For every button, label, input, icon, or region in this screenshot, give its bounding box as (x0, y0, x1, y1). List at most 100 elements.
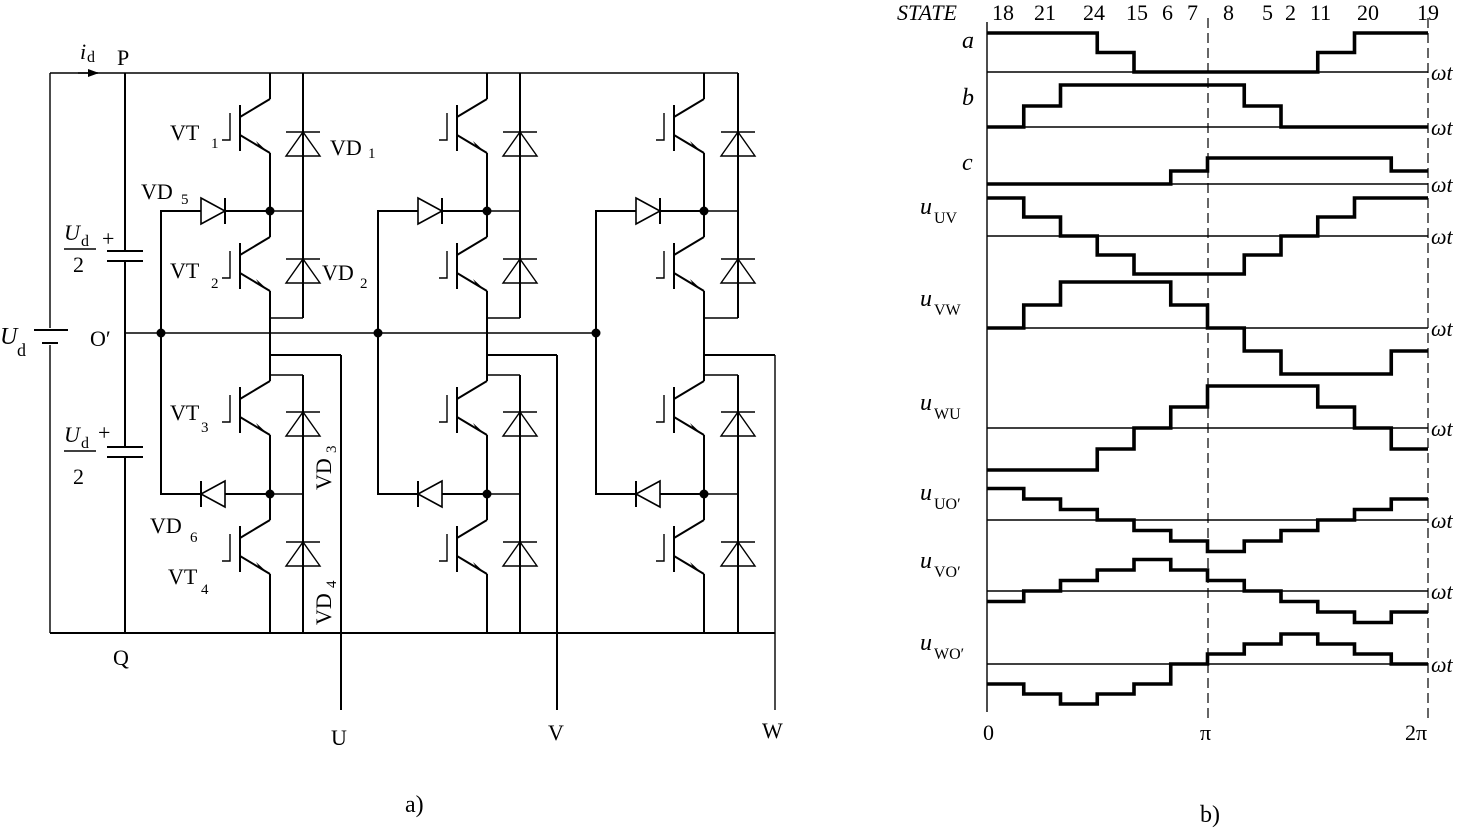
switch-u-1-gate-icon (222, 113, 231, 141)
waveform-uvop (987, 557, 1428, 625)
cap2-label-num-sub: d (81, 435, 89, 452)
state-header-label: STATE (897, 0, 957, 25)
vd-v-4-diode-icon (501, 540, 539, 567)
state-label: 21 (1034, 0, 1056, 25)
switch-u-3-gate-icon (222, 395, 231, 423)
switch-u-1-collector (239, 98, 271, 118)
vt2-label: VT (170, 258, 200, 283)
vd6-label: VD (150, 513, 182, 538)
state-label: 24 (1083, 0, 1105, 25)
cap1-label-den: 2 (73, 252, 84, 277)
switch-u-3-collector (239, 380, 271, 400)
arrowhead-icon (88, 69, 99, 77)
source-label-sub: d (17, 340, 26, 360)
cap2-label-num: U (64, 422, 82, 447)
switch-w-2-collector (673, 236, 705, 256)
leg-u-clamp-upper-wire (160, 210, 270, 333)
switch-v-2-gate-icon (439, 251, 448, 279)
vd5-label-sub: 5 (181, 192, 189, 208)
vt3-label: VT (170, 400, 200, 425)
vt1-label: VT (170, 120, 200, 145)
state-label: 7 (1187, 0, 1198, 25)
series-label-sub-4: VW (934, 302, 962, 319)
vt4-label: VT (168, 564, 198, 589)
inverter-leg-u (156, 73, 341, 633)
switch-u-2-collector (239, 236, 271, 256)
vt4-label-sub: 4 (201, 582, 209, 598)
vd-v-1-diode-icon (501, 130, 539, 157)
vd-w-4-diode-icon (719, 540, 757, 567)
series-label-7: u (920, 548, 932, 574)
cap2-label-den: 2 (73, 464, 84, 489)
switch-w-2-gate-icon (656, 251, 665, 279)
vd3-label: VD (311, 458, 336, 490)
omega-t-label: ωt (1431, 224, 1454, 249)
omega-t-label: ωt (1431, 172, 1454, 197)
series-label-sub-3: UV (934, 210, 958, 227)
switch-u-3-emitter-arrow-icon (256, 423, 268, 434)
vd-w-1-diode-icon (719, 130, 757, 157)
vd6-label-sub: 6 (190, 530, 198, 546)
switch-v-2-collector (456, 236, 488, 256)
switch-w-2-emitter-arrow-icon (690, 279, 702, 290)
series-label-0: a (962, 28, 974, 54)
switch-v-1-emitter-arrow-icon (473, 141, 485, 152)
junction-dot (699, 489, 709, 499)
waveform-uwu (987, 384, 1428, 472)
switch-w-3-gate-icon (656, 395, 665, 423)
omega-t-label: ωt (1431, 316, 1454, 341)
junction-dot (265, 489, 275, 499)
waveform-c (987, 156, 1428, 186)
circuit-diagram (34, 69, 776, 710)
waveform-uuop (987, 486, 1428, 554)
series-label-2: c (962, 150, 973, 176)
series-label-1: b (962, 85, 974, 111)
switch-w-1-emitter-arrow-icon (690, 141, 702, 152)
output-w-label: W (762, 718, 783, 743)
state-label: 20 (1357, 0, 1379, 25)
switch-w-4-collector (673, 519, 705, 539)
switch-u-2-emitter-arrow-icon (256, 279, 268, 290)
leg-w-clamp-upper-wire (595, 210, 704, 333)
junction-dot (482, 489, 492, 499)
state-label: 15 (1126, 0, 1148, 25)
junction-dot (156, 328, 166, 338)
vd-u-1-diode-icon (284, 130, 322, 157)
switch-v-2-emitter-arrow-icon (473, 279, 485, 290)
switch-v-3-collector (456, 380, 488, 400)
state-label: 18 (992, 0, 1014, 25)
cap1-label-num: U (64, 220, 82, 245)
vd5-label: VD (141, 179, 173, 204)
node-p-label: P (117, 45, 129, 70)
current-label-sub: d (87, 49, 95, 66)
series-label-4: u (920, 286, 932, 312)
clamp-diode-u-lower-icon (199, 479, 226, 509)
omega-t-label: ωt (1431, 579, 1454, 604)
waveform-uuv (987, 196, 1428, 276)
series-label-sub-6: UO′ (934, 496, 961, 513)
vd-u-2-diode-icon (284, 257, 322, 284)
vd-w-3-diode-icon (719, 410, 757, 437)
figure-b-caption: b) (1200, 802, 1220, 828)
waveform-uvw (987, 280, 1428, 376)
junction-dot (482, 206, 492, 216)
cap1-label-num-sub: d (81, 233, 89, 250)
vd-u-4-diode-icon (284, 540, 322, 567)
junction-dot (699, 206, 709, 216)
series-label-sub-5: WU (934, 406, 961, 423)
omega-t-label: ωt (1431, 416, 1454, 441)
vt1-label-sub: 1 (211, 136, 219, 152)
source-label: U (0, 324, 19, 350)
switch-v-4-gate-icon (439, 534, 448, 562)
vd-w-2-diode-icon (719, 257, 757, 284)
switch-u-2-gate-icon (222, 251, 231, 279)
leg-u-clamp-lower-wire (160, 333, 270, 495)
series-label-3: u (920, 194, 932, 220)
vd3-label-sub: 3 (324, 446, 340, 454)
clamp-diode-w-upper-icon (635, 196, 662, 226)
vd1-label: VD (330, 135, 362, 160)
series-label-6: u (920, 480, 932, 506)
series-label-sub-7: VO′ (934, 564, 961, 581)
